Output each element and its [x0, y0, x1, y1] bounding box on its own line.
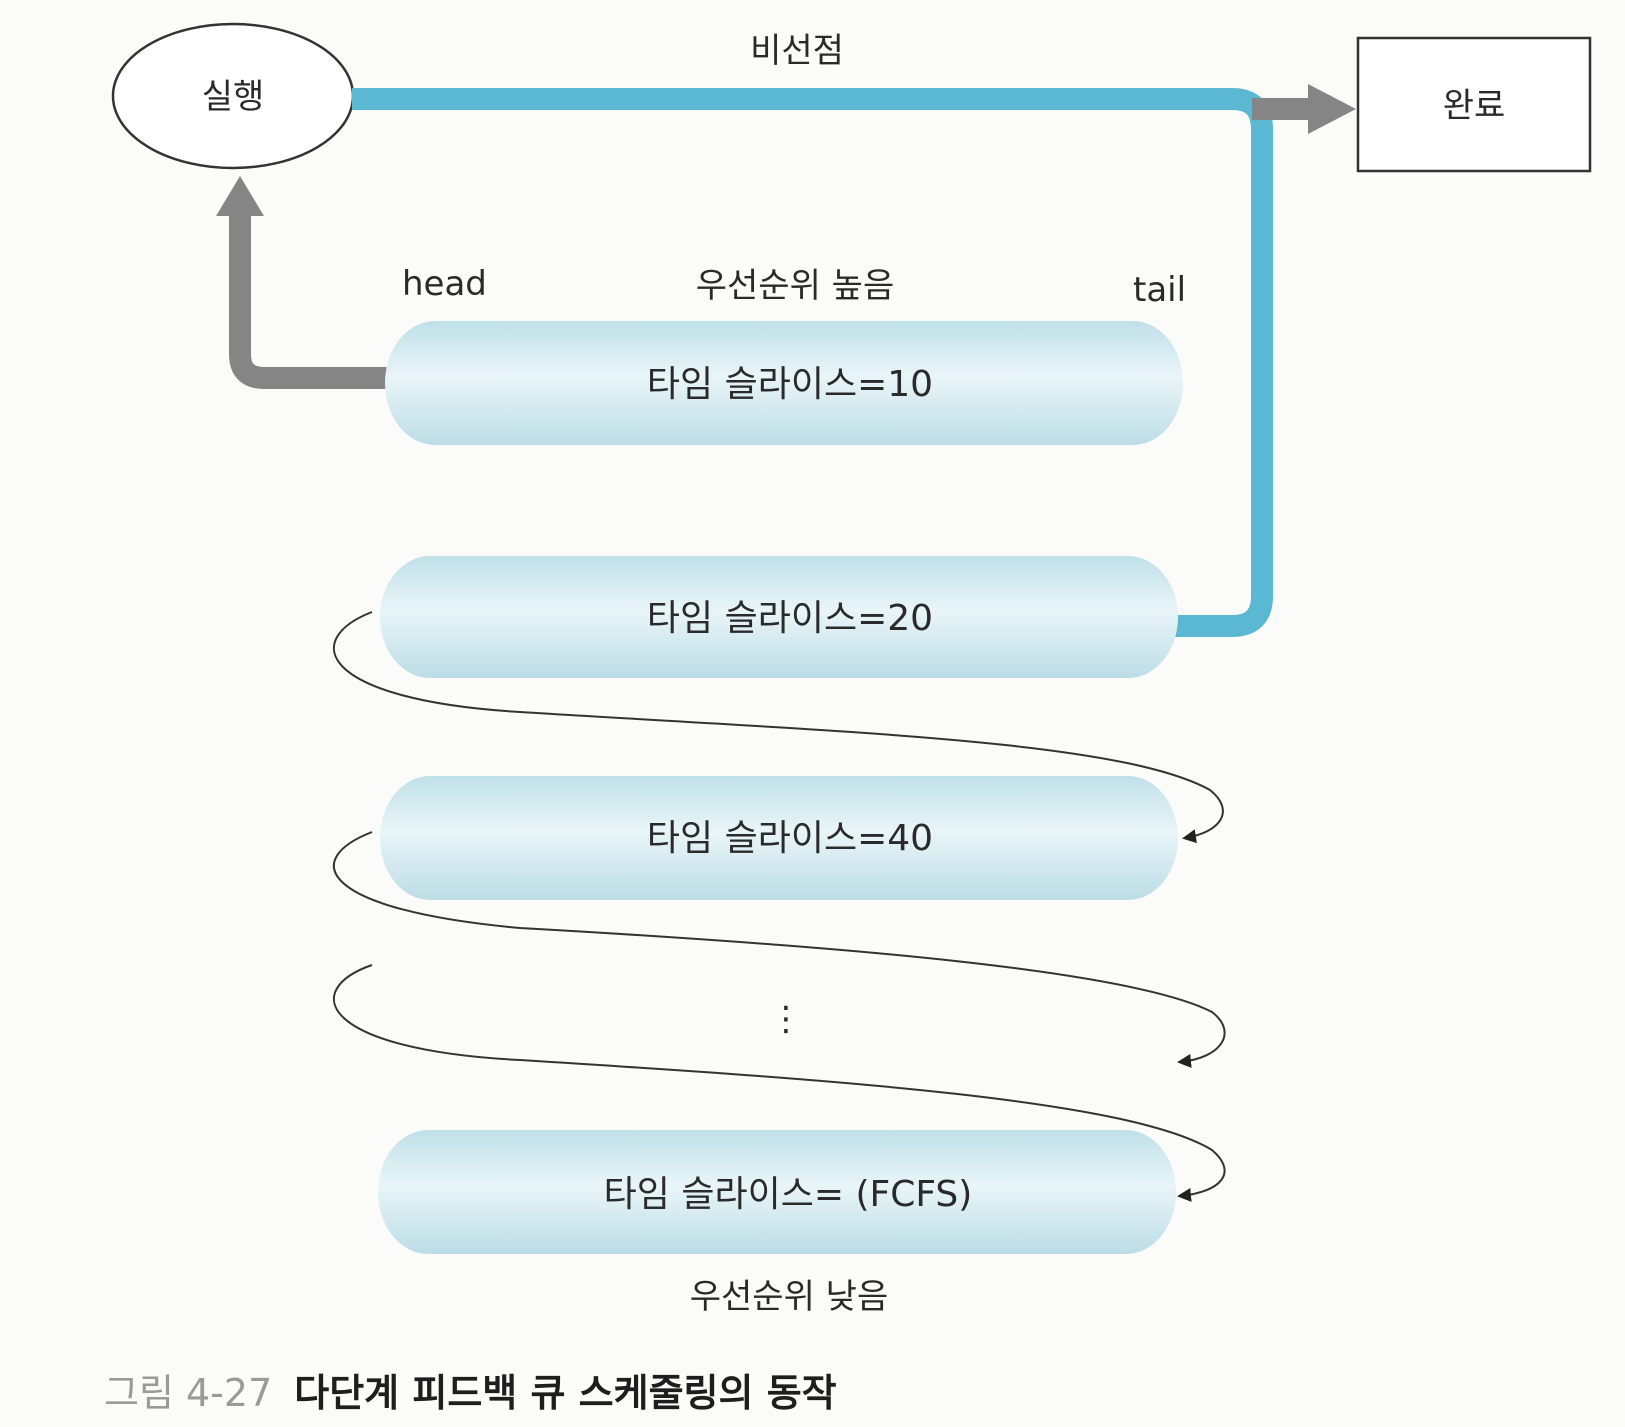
queue-2: 타임 슬라이스=20 — [380, 556, 1178, 678]
figure-number: 그림 4-27 — [104, 1371, 273, 1415]
done-node: 완료 — [1356, 36, 1592, 173]
queue-2-label: 타임 슬라이스=20 — [647, 598, 933, 639]
complete-arrowhead — [1308, 84, 1356, 134]
priority-low-label: 우선순위 낮음 — [690, 1277, 889, 1317]
head-label: head — [402, 264, 487, 304]
demotion-arrow-3 — [333, 964, 1226, 1202]
figure-title: 다단계 피드백 큐 스케줄링의 동작 — [294, 1371, 837, 1415]
figure-caption: 그림 4-27 다단계 피드백 큐 스케줄링의 동작 — [104, 1362, 837, 1417]
dispatch-arrowhead — [216, 176, 264, 216]
running-label: 실행 — [202, 77, 265, 117]
demotion-arrow-1 — [333, 611, 1224, 844]
queue-4: 타임 슬라이스= (FCFS) — [378, 1130, 1176, 1254]
demotion-arrow-2 — [333, 831, 1226, 1068]
queue-3: 타임 슬라이스=40 — [380, 776, 1178, 900]
queue-3-label: 타임 슬라이스=40 — [647, 818, 933, 859]
running-node: 실행 — [111, 22, 355, 170]
preempt-flow-line — [352, 88, 1273, 637]
queue-1: 타임 슬라이스=10 — [385, 321, 1183, 445]
queue-4-label: 타임 슬라이스= (FCFS) — [604, 1174, 973, 1215]
tail-label: tail — [1133, 270, 1186, 310]
ellipsis-mark: ⋮ — [769, 999, 803, 1039]
done-label: 완료 — [1443, 86, 1506, 126]
queue-1-label: 타임 슬라이스=10 — [647, 364, 933, 405]
complete-arrow-shaft — [1252, 98, 1316, 120]
dispatch-arrow-line — [229, 214, 404, 389]
priority-high-label: 우선순위 높음 — [696, 266, 895, 306]
non-preemptive-label: 비선점 — [750, 31, 844, 71]
